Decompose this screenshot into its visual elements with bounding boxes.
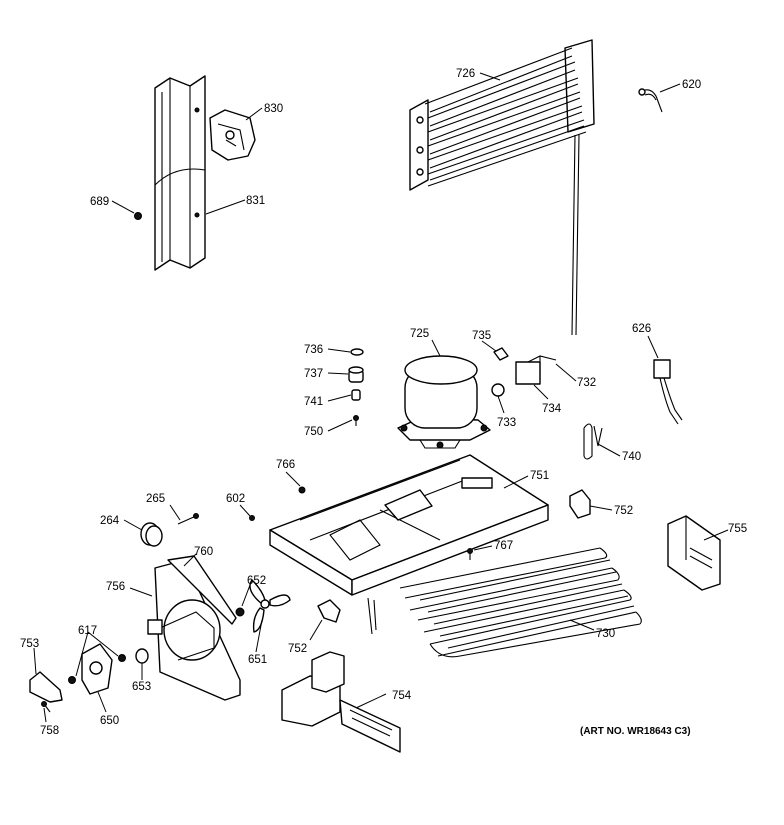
label-736: 736 (304, 344, 323, 356)
label-751: 751 (530, 470, 549, 482)
part-730-condenser (367, 547, 642, 658)
label-758: 758 (40, 725, 59, 737)
part-726-evaporator (409, 39, 595, 336)
part-756-bracket (147, 559, 241, 701)
part-760-bracket (167, 555, 237, 625)
label-830: 830 (264, 103, 283, 115)
part-755-bracket (667, 515, 721, 591)
part-741-sleeve (351, 389, 361, 401)
part-689-screw (134, 212, 142, 220)
label-767: 767 (494, 540, 513, 552)
label-752-bottom: 752 (288, 643, 307, 655)
label-617: 617 (78, 625, 97, 637)
label-753: 753 (20, 638, 39, 650)
part-650-motor (81, 643, 113, 695)
part-758-screw (41, 701, 51, 713)
label-733: 733 (497, 417, 516, 429)
part-740-clip (583, 423, 603, 460)
label-752-top: 752 (614, 505, 633, 517)
part-620-tube (638, 88, 663, 113)
part-725-compressor (397, 355, 491, 449)
part-652-clip (235, 607, 245, 617)
part-737-grommet (348, 366, 364, 383)
label-650: 650 (100, 715, 119, 727)
part-752-bracket-bottom (317, 599, 341, 623)
label-689: 689 (90, 196, 109, 208)
part-617-grommet (68, 654, 126, 684)
label-734: 734 (542, 403, 562, 415)
label-735: 735 (472, 330, 491, 342)
label-766: 766 (276, 459, 295, 471)
part-265-screw (177, 513, 199, 525)
label-725: 725 (410, 328, 429, 340)
label-737: 737 (304, 368, 323, 380)
part-736-clip (350, 348, 364, 356)
part-751-base (269, 454, 549, 596)
label-741: 741 (304, 396, 323, 408)
part-734-relay (515, 355, 557, 385)
part-733-overload (491, 383, 505, 397)
label-754: 754 (392, 690, 412, 702)
leader-lines (33, 72, 729, 723)
art-number: (ART NO. WR18643 C3) (580, 726, 691, 737)
part-752-bracket-top (569, 489, 591, 519)
label-740: 740 (622, 451, 641, 463)
label-653: 653 (132, 681, 151, 693)
label-620: 620 (682, 79, 701, 91)
label-756: 756 (106, 581, 125, 593)
part-767-screw (467, 548, 473, 560)
part-831-channel (154, 75, 206, 271)
part-651-fan-blade (249, 579, 291, 633)
part-766-screw (298, 486, 306, 494)
label-265: 265 (146, 493, 165, 505)
label-831: 831 (246, 195, 265, 207)
label-750: 750 (304, 426, 323, 438)
label-626: 626 (632, 323, 651, 335)
label-651: 651 (248, 654, 267, 666)
label-732: 732 (577, 377, 596, 389)
label-602: 602 (226, 493, 245, 505)
part-735-cover (493, 347, 509, 361)
part-labels: 830 831 689 726 620 626 725 736 737 741 … (20, 68, 747, 737)
part-830-hinge (209, 109, 256, 161)
part-753-bracket (29, 671, 63, 703)
label-755: 755 (728, 523, 747, 535)
label-652: 652 (247, 575, 266, 587)
label-726: 726 (456, 68, 475, 80)
part-754-shroud (281, 651, 401, 753)
label-760: 760 (194, 546, 213, 558)
part-264-cap (140, 522, 163, 547)
part-626-cord (653, 359, 683, 425)
part-750-bolt (353, 415, 359, 426)
label-730: 730 (596, 628, 615, 640)
label-264: 264 (100, 515, 120, 527)
part-602-screw (249, 515, 255, 521)
part-653-grommet (135, 648, 149, 664)
